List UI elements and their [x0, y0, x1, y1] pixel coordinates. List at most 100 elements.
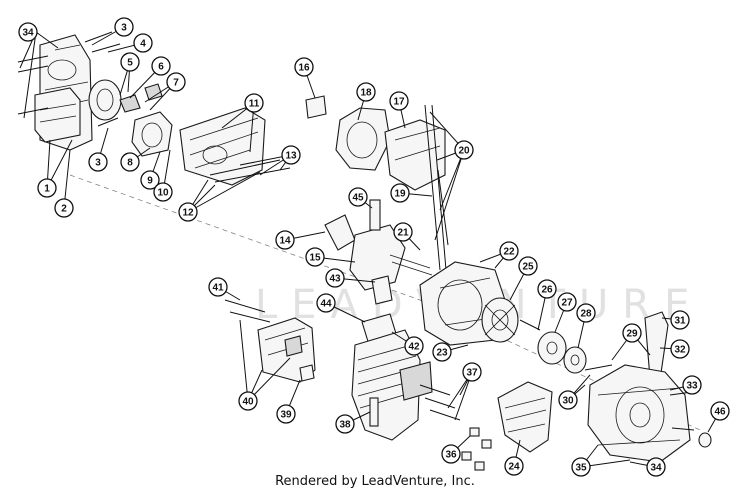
- callout: 42: [404, 336, 424, 356]
- part-clutch-drum: [537, 331, 567, 365]
- callout-label: 7: [173, 78, 179, 89]
- callout: 46: [710, 401, 730, 421]
- callout-label: 14: [279, 236, 291, 247]
- part-tube-rod: [424, 104, 449, 271]
- callout: 34: [646, 457, 666, 477]
- callout-label: 29: [626, 329, 638, 340]
- callout-label: 6: [158, 62, 164, 73]
- callout-label: 39: [280, 410, 292, 421]
- callout: 11: [244, 93, 264, 113]
- callout-label: 3: [95, 158, 101, 169]
- callout: 37: [462, 362, 482, 382]
- callout-label: 43: [329, 274, 341, 285]
- callout: 9: [140, 170, 160, 190]
- callout: 18: [356, 82, 376, 102]
- part-crankcase: [587, 364, 691, 463]
- callout: 31: [670, 310, 690, 330]
- part-washer: [519, 319, 541, 331]
- callout: 43: [325, 268, 345, 288]
- callout-label: 36: [445, 450, 457, 461]
- part-air-filter-cover: [257, 317, 316, 383]
- callout: 26: [537, 279, 557, 299]
- callout: 41: [208, 277, 228, 297]
- callout-label: 17: [393, 97, 405, 108]
- part-left-housing-front: [34, 87, 81, 143]
- callout: 3: [114, 17, 134, 37]
- callout-label: 21: [397, 228, 409, 239]
- callout-label: 33: [686, 381, 698, 392]
- callout: 25: [518, 256, 538, 276]
- callout-label: 41: [212, 283, 224, 294]
- callout-label: 35: [575, 463, 587, 474]
- part-gear-housing: [179, 107, 291, 186]
- callout: 23: [432, 342, 452, 362]
- callout: 13: [281, 145, 301, 165]
- part-filter-screws: [224, 299, 315, 382]
- callout: 28: [576, 303, 596, 323]
- callout: 2: [54, 198, 74, 218]
- callout: 27: [557, 292, 577, 312]
- callout: 21: [393, 222, 413, 242]
- part-carburetor: [349, 199, 433, 291]
- callout: 45: [348, 187, 368, 207]
- callout: 30: [558, 390, 578, 410]
- callout-label: 13: [285, 151, 297, 162]
- callout: 1: [37, 178, 57, 198]
- callout: 15: [305, 247, 325, 267]
- callout-label: 2: [61, 204, 67, 215]
- part-spring-clip: [324, 214, 356, 251]
- callout: 33: [682, 375, 702, 395]
- callout-label: 40: [242, 397, 254, 408]
- callout: 5: [120, 52, 140, 72]
- callout-label: 4: [140, 39, 146, 50]
- callout: 19: [390, 183, 410, 203]
- callout: 6: [151, 56, 171, 76]
- callout-label: 26: [541, 285, 553, 296]
- part-small-clips: [461, 427, 492, 471]
- callout: 16: [294, 57, 314, 77]
- callout-label: 5: [127, 58, 133, 69]
- part-clutch-assembly: [119, 83, 173, 157]
- callout: 35: [571, 457, 591, 477]
- footer-credit: Rendered by LeadVenture, Inc.: [275, 474, 475, 489]
- callout: 20: [454, 140, 474, 160]
- part-cap-nut: [698, 432, 712, 448]
- part-key-clip: [305, 95, 327, 119]
- callout: 7: [166, 72, 186, 92]
- callout-label: 9: [147, 176, 153, 187]
- callout: 39: [276, 404, 296, 424]
- callout: 29: [622, 323, 642, 343]
- callout-label: 23: [436, 348, 448, 359]
- callout-label: 18: [360, 88, 372, 99]
- callout-label: 34: [22, 28, 34, 39]
- callout: 12: [178, 202, 198, 222]
- callout: 14: [275, 230, 295, 250]
- part-bearing-ring: [88, 79, 122, 121]
- part-cylinder-cover: [335, 107, 446, 191]
- callout: 34: [18, 22, 38, 42]
- callout-label: 45: [352, 193, 364, 204]
- callout-label: 3: [121, 23, 127, 34]
- callout: 32: [670, 339, 690, 359]
- callout-label: 31: [674, 316, 686, 327]
- callout-label: 38: [339, 420, 351, 431]
- callout-label: 20: [458, 146, 470, 157]
- callout: 22: [499, 241, 519, 261]
- callout-label: 30: [562, 396, 574, 407]
- callout-label: 46: [714, 407, 726, 418]
- callout: 38: [335, 414, 355, 434]
- callout: 40: [238, 391, 258, 411]
- callout-label: 11: [249, 99, 260, 110]
- callout: 10: [153, 182, 173, 202]
- part-pulley: [563, 346, 587, 374]
- part-engine-cylinder: [351, 329, 433, 441]
- callout-label: 24: [508, 462, 520, 473]
- callout-label: 10: [157, 188, 169, 199]
- callout: 44: [316, 293, 336, 313]
- callout-label: 19: [394, 189, 406, 200]
- callout-label: 27: [561, 298, 573, 309]
- part-muffler-bolts: [419, 384, 461, 421]
- part-flywheel: [481, 297, 519, 343]
- callout-label: 42: [408, 342, 420, 353]
